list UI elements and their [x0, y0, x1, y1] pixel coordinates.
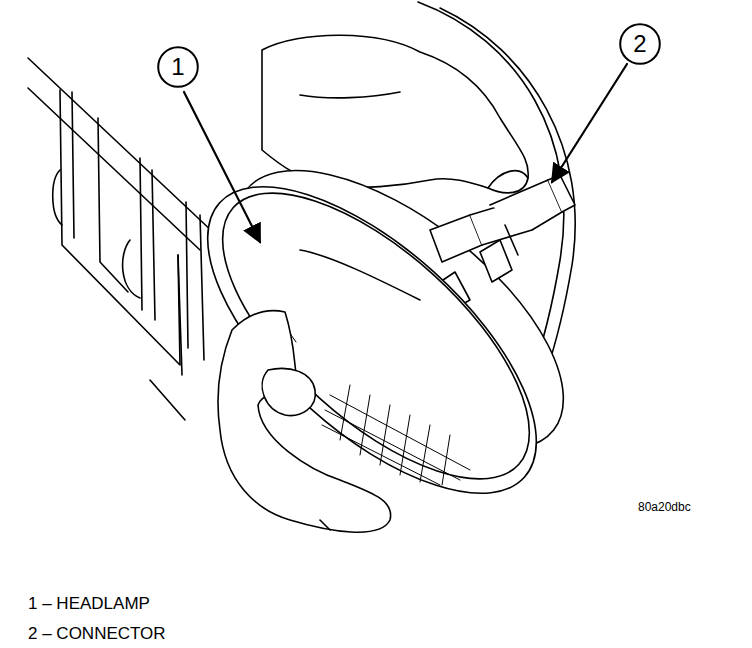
leader-arrow — [184, 92, 260, 242]
callout-circle: 1 — [157, 46, 199, 88]
legend-key: 1 – HEADLAMP — [28, 594, 150, 614]
callout-number: 2 — [619, 32, 661, 56]
leader-arrow — [552, 64, 627, 182]
callout-circle: 2 — [619, 23, 661, 65]
callout-number: 1 — [157, 55, 199, 79]
headlamp-lens — [158, 134, 586, 545]
grille-panel — [28, 58, 232, 420]
lower-hand — [218, 311, 391, 533]
legend-key: 2 – CONNECTOR — [28, 624, 166, 644]
figure-code: 80a20dbc — [638, 500, 691, 514]
upper-hand — [262, 35, 528, 193]
